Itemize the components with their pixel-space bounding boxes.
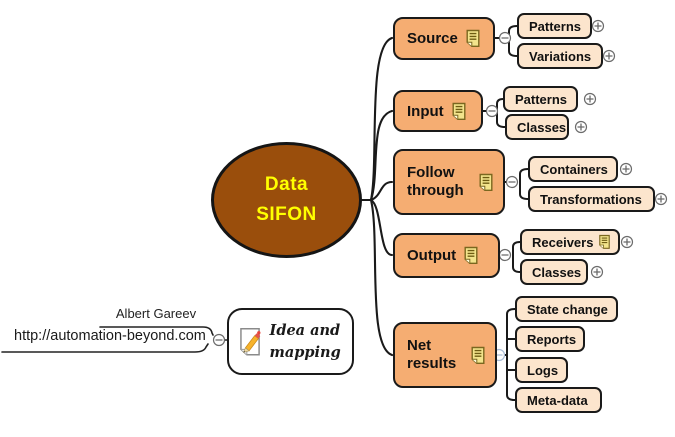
subtopic-label: State change	[527, 301, 608, 317]
note-icon[interactable]	[598, 234, 611, 250]
central-topic[interactable]: Data SIFON	[211, 142, 362, 258]
minus-icon[interactable]	[505, 175, 519, 189]
branch-line-input	[369, 109, 394, 202]
plus-icon[interactable]	[620, 235, 634, 249]
subtopic-label: Receivers	[532, 234, 594, 250]
minus-icon[interactable]	[212, 333, 226, 347]
note-icon[interactable]	[451, 102, 467, 121]
subtopic-label: Classes	[517, 119, 567, 135]
topic-output[interactable]: Output	[393, 233, 500, 278]
author-underline	[99, 326, 214, 336]
url-topic[interactable]: http://automation-beyond.com	[14, 328, 206, 344]
branch-line-follow-through	[369, 180, 394, 202]
minus-icon[interactable]	[498, 248, 512, 262]
topic-follow-through[interactable]: Follow through	[393, 149, 505, 215]
topic-input[interactable]: Input	[393, 90, 483, 132]
subtopic-patterns[interactable]: Patterns	[503, 86, 578, 112]
note-icon[interactable]	[465, 29, 481, 48]
subtopic-variations[interactable]: Variations	[517, 43, 603, 69]
subtopic-containers[interactable]: Containers	[528, 156, 618, 182]
subtopic-reports[interactable]: Reports	[515, 326, 585, 352]
author-topic[interactable]: Albert Gareev	[100, 306, 212, 321]
author-label: Albert Gareev	[115, 306, 197, 321]
note-icon[interactable]	[463, 246, 479, 265]
topic-net-results[interactable]: Net results	[393, 322, 497, 388]
pencil-note-icon	[240, 327, 261, 355]
topic-label: Net results	[407, 336, 457, 372]
subtopic-label: Transformations	[540, 191, 642, 207]
subtopic-label: Meta-data	[527, 392, 588, 408]
plus-icon[interactable]	[590, 265, 604, 279]
idea-mapping-label: Idea and mapping	[269, 321, 341, 361]
topic-label: Source	[407, 30, 458, 47]
subtopic-label: Patterns	[515, 91, 568, 107]
subtopic-label: Classes	[532, 264, 582, 280]
subtopic-meta-data[interactable]: Meta-data	[515, 387, 602, 413]
url-label: http://automation-beyond.com	[14, 328, 206, 344]
subtopic-label: Logs	[527, 362, 559, 378]
note-icon[interactable]	[478, 173, 494, 192]
plus-icon[interactable]	[591, 19, 605, 33]
output-children-bracket	[512, 241, 521, 273]
topic-label: Output	[407, 247, 457, 264]
branch-line-net-results	[369, 198, 394, 357]
subtopic-state-change[interactable]: State change	[515, 296, 618, 322]
plus-icon[interactable]	[654, 192, 668, 206]
plus-icon[interactable]	[619, 162, 633, 176]
plus-icon[interactable]	[602, 49, 616, 63]
plus-icon[interactable]	[583, 92, 597, 106]
minus-icon[interactable]	[485, 104, 499, 118]
url-underline	[1, 343, 209, 353]
subtopic-patterns[interactable]: Patterns	[517, 13, 592, 39]
follow-children-bracket	[519, 168, 529, 200]
subtopic-transformations[interactable]: Transformations	[528, 186, 655, 212]
central-topic-label: Data SIFON	[256, 173, 317, 225]
topic-source[interactable]: Source	[393, 17, 495, 60]
branch-line-output	[369, 198, 394, 257]
plus-icon[interactable]	[574, 120, 588, 134]
subtopic-classes[interactable]: Classes	[505, 114, 569, 140]
subtopic-receivers[interactable]: Receivers	[520, 229, 620, 255]
subtopic-label: Patterns	[529, 18, 582, 34]
subtopic-label: Reports	[527, 331, 577, 347]
note-icon[interactable]	[470, 346, 486, 365]
topic-label: Follow through	[407, 163, 464, 199]
subtopic-label: Containers	[540, 161, 608, 177]
subtopic-classes[interactable]: Classes	[520, 259, 588, 285]
idea-mapping-topic[interactable]: Idea and mapping	[227, 308, 354, 375]
minus-icon[interactable]	[498, 31, 512, 45]
net-children-bracket	[506, 308, 516, 401]
subtopic-logs[interactable]: Logs	[515, 357, 568, 383]
subtopic-label: Variations	[529, 48, 592, 64]
topic-label: Input	[407, 102, 444, 120]
